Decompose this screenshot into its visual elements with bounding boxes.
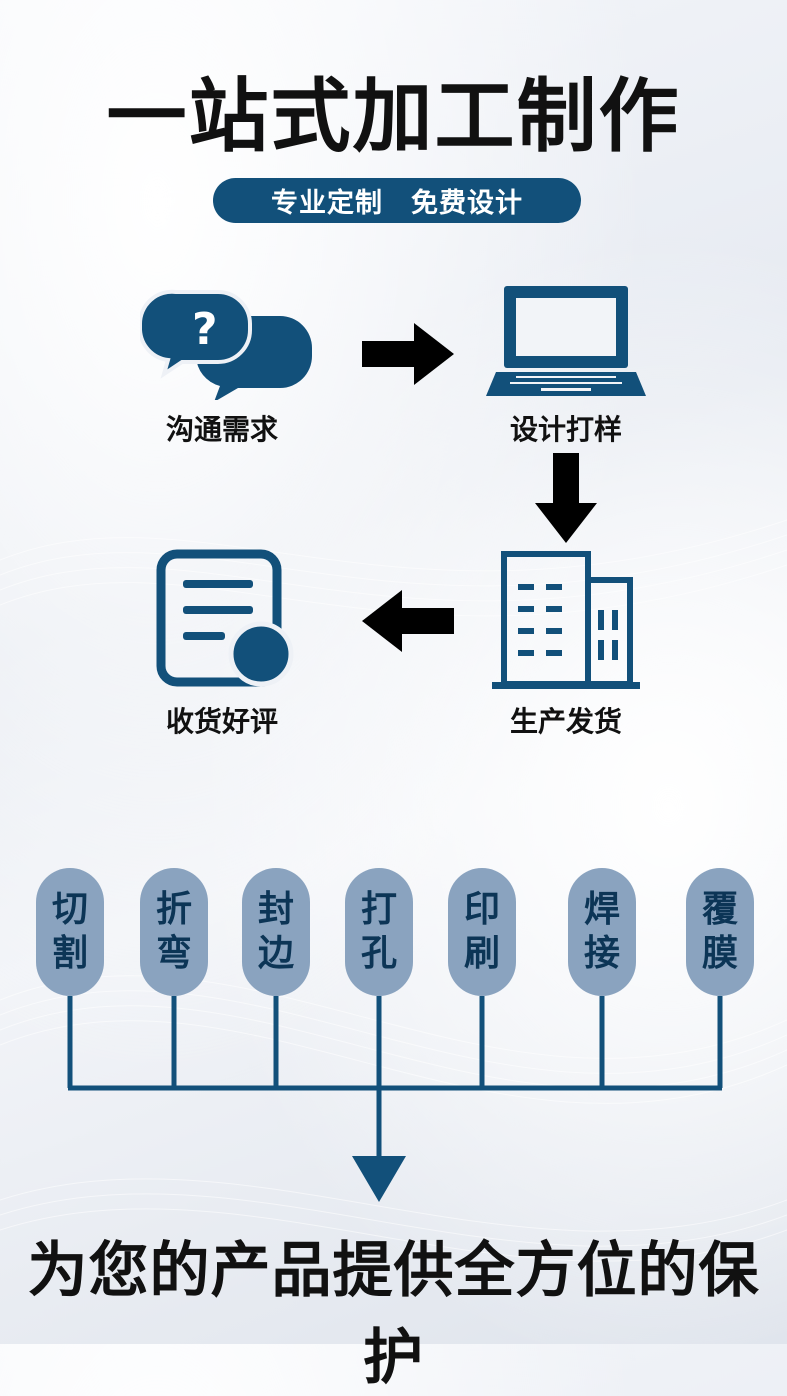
process-char: 焊 [583,889,620,930]
chat-bubbles-icon: ? [140,289,312,400]
process-laminating: 覆 膜 [686,868,754,996]
process-char: 打 [360,889,397,930]
document-review-icon [156,549,294,687]
slogan: 为您的产品提供全方位的保护 [27,1236,760,1393]
laptop-icon [486,286,646,396]
subtitle-text: 专业定制 免费设计 [271,188,523,219]
process-char: 覆 [701,889,738,930]
step-label-1: 沟通需求 [165,413,278,446]
arrow-left-icon [362,590,454,652]
arrow-down-triangle-icon [352,1156,406,1202]
process-char: 接 [583,933,620,974]
process-printing: 印 刷 [448,868,516,996]
page-title: 一站式加工制作 [106,70,681,163]
arrow-down-icon [535,453,597,543]
process-bending: 折 弯 [140,868,208,996]
process-cutting: 切 割 [36,868,104,996]
process-char: 割 [51,933,88,974]
process-char: 孔 [360,933,397,974]
process-char: 封 [257,889,294,930]
process-char: 折 [155,889,192,930]
process-char: 边 [257,933,294,974]
arrow-right-icon [362,323,454,385]
process-char: 膜 [701,933,738,974]
subtitle-badge: 专业定制 免费设计 [213,178,581,223]
factory-building-icon [492,551,640,689]
process-welding: 焊 接 [568,868,636,996]
step-label-2: 设计打样 [509,413,622,446]
process-char: 切 [51,889,88,930]
step-label-4: 收货好评 [165,705,278,738]
process-char: 弯 [155,933,192,974]
process-punching: 打 孔 [345,868,413,996]
question-mark: ? [192,304,218,355]
process-char: 印 [463,889,500,930]
process-connector-lines [67,996,723,1202]
process-char: 刷 [463,933,500,974]
process-edging: 封 边 [242,868,310,996]
step-label-3: 生产发货 [509,705,622,738]
